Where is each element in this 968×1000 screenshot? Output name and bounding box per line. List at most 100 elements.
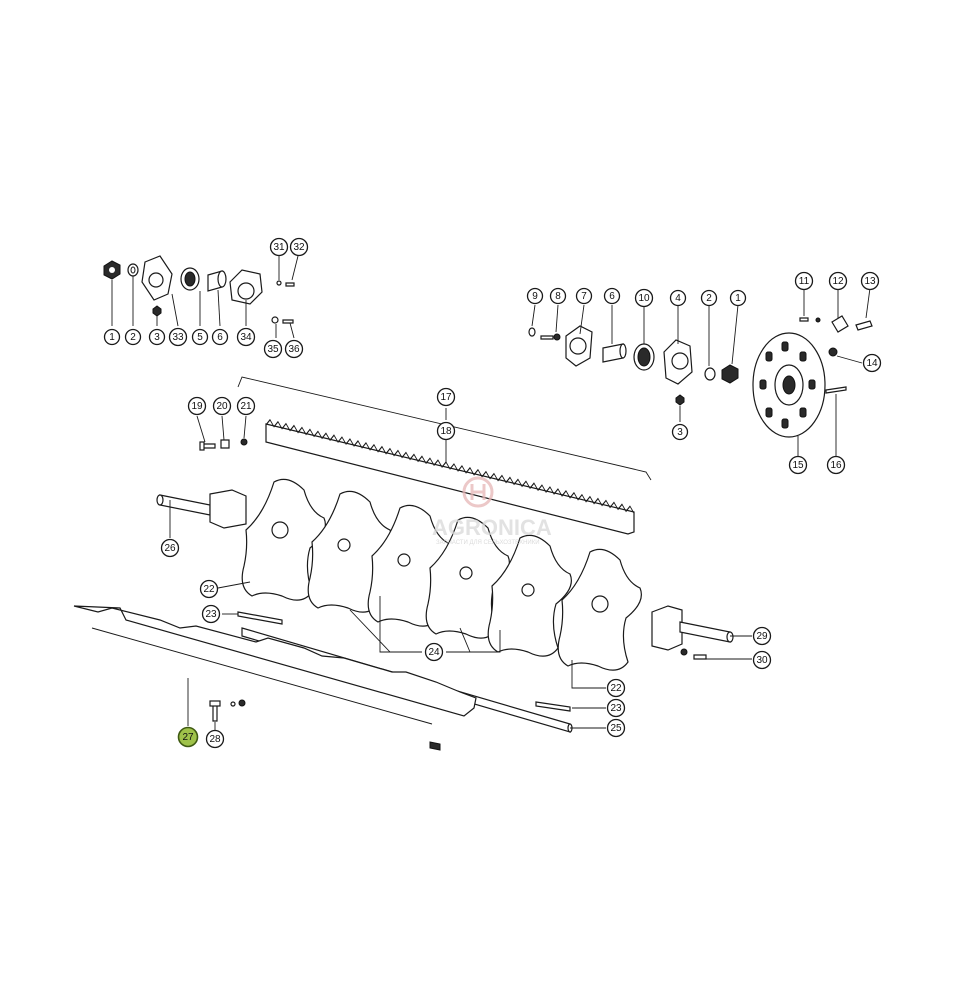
callout-number: 20 (216, 401, 228, 412)
callout-number: 4 (675, 293, 681, 304)
callout-number: 22 (203, 584, 215, 595)
callout-bubble (575, 287, 593, 305)
callout-8[interactable]: 8 (549, 287, 567, 305)
left-stub-shaft (156, 489, 247, 529)
callout-bubble (549, 287, 567, 305)
callout-33[interactable]: 33 (168, 327, 188, 347)
callout-2[interactable]: 2 (700, 289, 718, 307)
callout-bubble (606, 698, 626, 718)
callout-number: 2 (130, 332, 136, 343)
callout-16[interactable]: 16 (826, 455, 846, 475)
callout-number: 3 (154, 332, 160, 343)
callout-number: 7 (581, 291, 587, 302)
callout-1[interactable]: 1 (729, 289, 747, 307)
callout-bubble (671, 423, 689, 441)
callout-12[interactable]: 12 (828, 271, 848, 291)
callout-bubble (752, 626, 772, 646)
watermark-text: AGRONICA (432, 515, 552, 540)
callout-number: 18 (440, 426, 452, 437)
callout-22[interactable]: 22 (606, 678, 626, 698)
callout-18[interactable]: 18 (436, 421, 456, 441)
callout-5[interactable]: 5 (191, 328, 209, 346)
callout-15[interactable]: 15 (788, 455, 808, 475)
callout-23[interactable]: 23 (606, 698, 626, 718)
callout-number: 5 (197, 332, 203, 343)
callout-21[interactable]: 21 (236, 396, 256, 416)
callout-19[interactable]: 19 (187, 396, 207, 416)
callout-3[interactable]: 3 (148, 328, 166, 346)
callout-number: 23 (205, 609, 217, 620)
guard-plate (73, 605, 477, 751)
callout-17[interactable]: 17 (436, 387, 456, 407)
callout-23[interactable]: 23 (201, 604, 221, 624)
callout-11[interactable]: 11 (794, 271, 814, 291)
callout-bubble (205, 729, 225, 749)
leader-lines (111, 255, 871, 730)
callout-35[interactable]: 35 (263, 339, 283, 359)
callout-bubble (634, 288, 654, 308)
callout-bubble (191, 328, 209, 346)
callout-bubble (752, 650, 772, 670)
callout-bubble (606, 718, 626, 738)
callout-number: 21 (240, 401, 252, 412)
callout-2[interactable]: 2 (124, 328, 142, 346)
callout-bubble (236, 327, 256, 347)
callout-32[interactable]: 32 (289, 237, 309, 257)
callout-number: 19 (191, 401, 203, 412)
star-discs (241, 478, 642, 671)
callout-number: 9 (532, 291, 538, 302)
callout-22[interactable]: 22 (199, 579, 219, 599)
callout-36[interactable]: 36 (284, 339, 304, 359)
callout-bubble (436, 421, 456, 441)
callout-4[interactable]: 4 (669, 289, 687, 307)
callout-number: 26 (164, 543, 176, 554)
callout-6[interactable]: 6 (211, 328, 229, 346)
callout-bubble (199, 579, 219, 599)
callout-number: 11 (799, 276, 810, 287)
bolt-group-19-21 (199, 438, 248, 451)
callout-9[interactable]: 9 (526, 287, 544, 305)
callout-bubble (862, 353, 882, 373)
callout-number: 10 (638, 293, 650, 304)
callout-bubble (187, 396, 207, 416)
callout-1[interactable]: 1 (103, 328, 121, 346)
callout-number: 36 (288, 344, 300, 355)
callout-29[interactable]: 29 (752, 626, 772, 646)
callout-number: 22 (610, 683, 622, 694)
callout-number: 25 (610, 723, 622, 734)
callout-30[interactable]: 30 (752, 650, 772, 670)
callout-number: 27 (182, 732, 194, 743)
callout-number: 6 (217, 332, 223, 343)
callout-bubble (788, 455, 808, 475)
callout-number: 17 (440, 392, 452, 403)
callout-7[interactable]: 7 (575, 287, 593, 305)
callout-bubble (103, 328, 121, 346)
callout-bubble (700, 289, 718, 307)
callout-28[interactable]: 28 (205, 729, 225, 749)
callout-bubble (211, 328, 229, 346)
callout-bubble (148, 328, 166, 346)
callout-24[interactable]: 24 (424, 642, 444, 662)
callout-number: 8 (555, 291, 561, 302)
callout-14[interactable]: 14 (862, 353, 882, 373)
callout-bubble (606, 678, 626, 698)
callout-26[interactable]: 26 (160, 538, 180, 558)
callout-number: 15 (792, 460, 804, 471)
callout-20[interactable]: 20 (212, 396, 232, 416)
callout-number: 14 (866, 358, 878, 369)
callout-bubble (729, 289, 747, 307)
callout-bubble (263, 339, 283, 359)
callout-25[interactable]: 25 (606, 718, 626, 738)
callout-13[interactable]: 13 (860, 271, 880, 291)
serrated-bar (265, 418, 635, 535)
callout-10[interactable]: 10 (634, 288, 654, 308)
keys (237, 611, 571, 712)
callout-6[interactable]: 6 (603, 287, 621, 305)
callout-27[interactable]: 27 (177, 726, 199, 748)
callout-bubble (269, 237, 289, 257)
callout-bubble (177, 726, 199, 748)
callout-31[interactable]: 31 (269, 237, 289, 257)
callout-3[interactable]: 3 (671, 423, 689, 441)
callout-34[interactable]: 34 (236, 327, 256, 347)
